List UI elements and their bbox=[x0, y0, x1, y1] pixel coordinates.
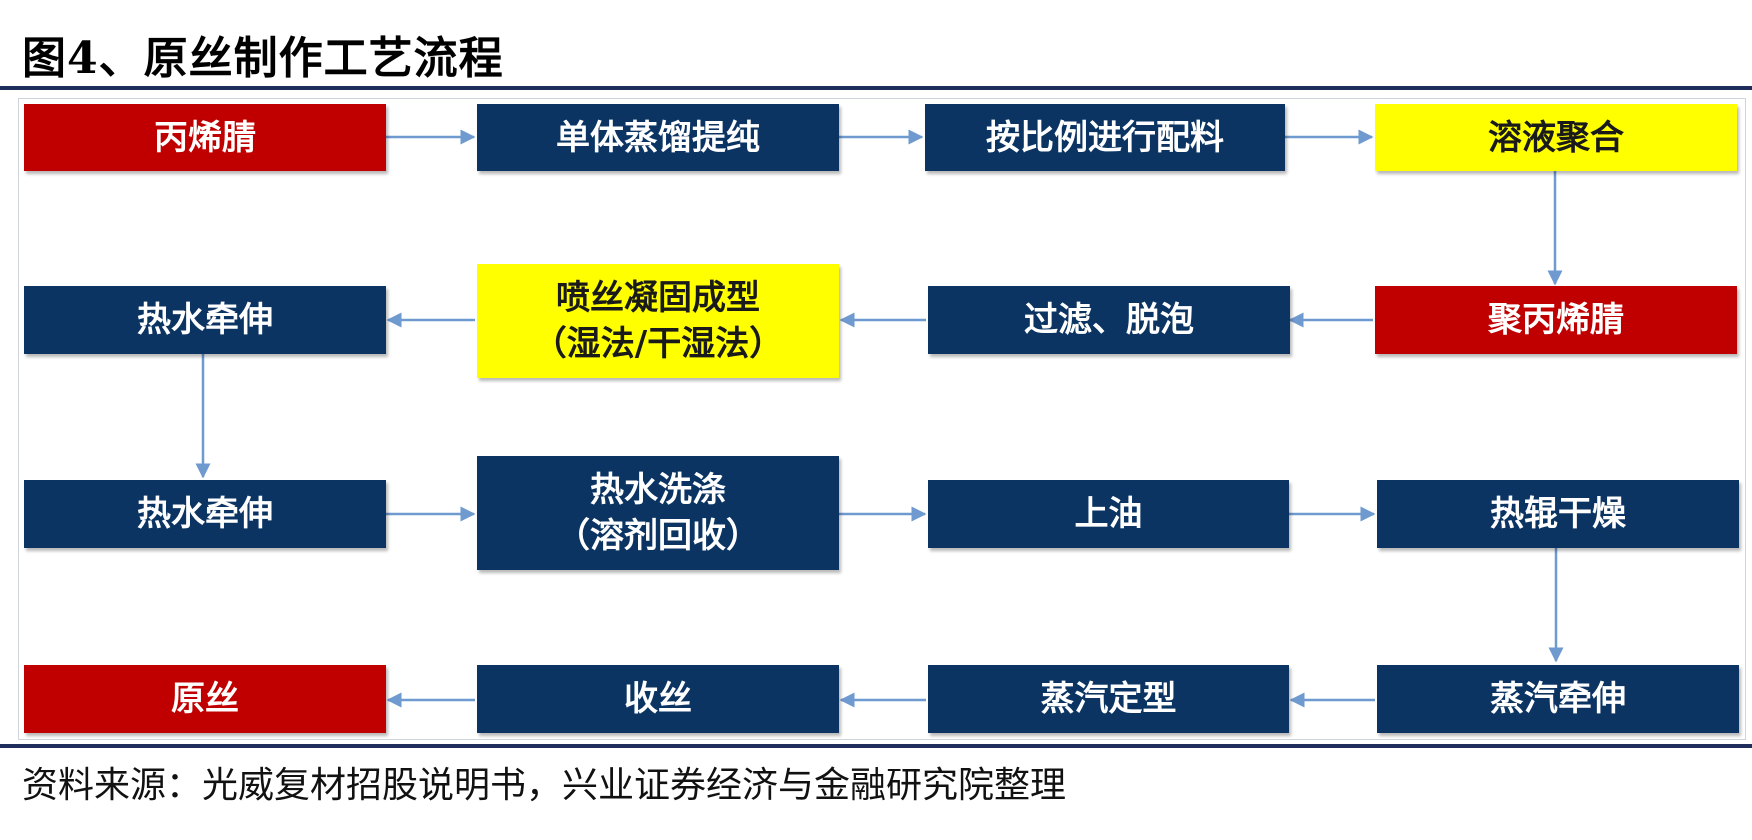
node-label: 按比例进行配料 bbox=[986, 117, 1224, 158]
node-filter-degas: 过滤、脱泡 bbox=[928, 286, 1290, 354]
figure-title: 图4、原丝制作工艺流程 bbox=[22, 33, 504, 84]
node-label: 热水牵伸 bbox=[137, 494, 273, 534]
node-precursor-fiber: 原丝 bbox=[24, 665, 386, 733]
node-monomer-distillation: 单体蒸馏提纯 bbox=[477, 104, 839, 171]
node-label: 丙烯腈 bbox=[154, 117, 256, 158]
node-acrylonitrile: 丙烯腈 bbox=[24, 104, 386, 171]
node-steam-stretch: 蒸汽牵伸 bbox=[1377, 665, 1739, 733]
node-label: 上油 bbox=[1074, 494, 1143, 534]
node-label: 原丝 bbox=[171, 679, 239, 719]
diagram-panel bbox=[18, 98, 1746, 740]
node-label: 溶液聚合 bbox=[1488, 117, 1624, 158]
node-label: 喷丝凝固成型 （湿法/干湿法） bbox=[532, 278, 784, 364]
node-label: 蒸汽定型 bbox=[1040, 679, 1177, 719]
node-spinning-coagulation: 喷丝凝固成型 （湿法/干湿法） bbox=[477, 264, 839, 378]
bottom-rule bbox=[0, 744, 1752, 748]
node-hot-water-stretch-1: 热水牵伸 bbox=[24, 286, 386, 354]
node-steam-setting: 蒸汽定型 bbox=[928, 665, 1289, 733]
node-oiling: 上油 bbox=[928, 480, 1289, 548]
node-hot-water-stretch-2: 热水牵伸 bbox=[24, 480, 386, 548]
node-take-up: 收丝 bbox=[477, 665, 839, 733]
source-note: 资料来源：光威复材招股说明书，兴业证券经济与金融研究院整理 bbox=[22, 765, 1067, 806]
node-label: 过滤、脱泡 bbox=[1024, 300, 1194, 340]
node-label: 热辊干燥 bbox=[1490, 494, 1626, 534]
node-hot-water-wash: 热水洗涤 （溶剂回收） bbox=[477, 456, 839, 570]
node-label: 蒸汽牵伸 bbox=[1490, 679, 1626, 719]
top-rule bbox=[0, 86, 1752, 90]
node-polyacrylonitrile: 聚丙烯腈 bbox=[1375, 286, 1737, 354]
node-label: 热水洗涤 （溶剂回收） bbox=[556, 470, 760, 556]
node-label: 热水牵伸 bbox=[137, 300, 273, 340]
node-proportional-batching: 按比例进行配料 bbox=[925, 104, 1285, 171]
node-label: 聚丙烯腈 bbox=[1488, 300, 1624, 340]
node-solution-polymerization: 溶液聚合 bbox=[1375, 104, 1737, 171]
node-hot-roll-drying: 热辊干燥 bbox=[1377, 480, 1739, 548]
node-label: 单体蒸馏提纯 bbox=[556, 117, 760, 158]
node-label: 收丝 bbox=[624, 679, 692, 719]
